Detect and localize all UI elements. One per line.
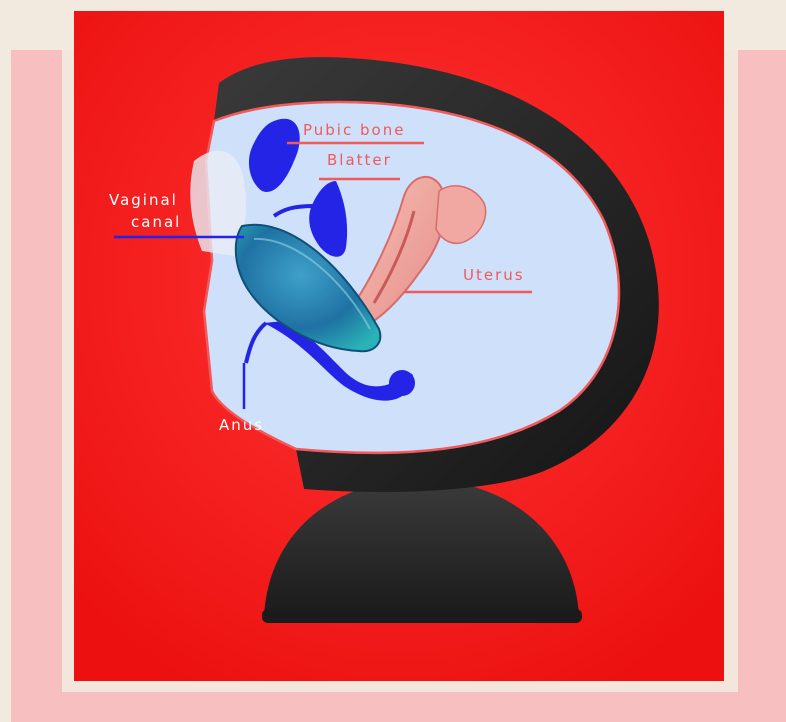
rectum-end-shape	[389, 370, 415, 396]
anus-label: Anus	[219, 416, 264, 434]
vaginal-canal-label-line1: Vaginal	[109, 191, 178, 209]
anatomy-model-photo	[74, 11, 724, 681]
anatomy-model-illustration	[74, 11, 724, 681]
uterus-label: Uterus	[463, 266, 525, 284]
model-base-rim	[262, 609, 582, 623]
vaginal-canal-label-line2: canal	[131, 213, 181, 231]
bladder-label: Blatter	[327, 151, 392, 169]
pubic-bone-label: Pubic bone	[303, 121, 405, 139]
